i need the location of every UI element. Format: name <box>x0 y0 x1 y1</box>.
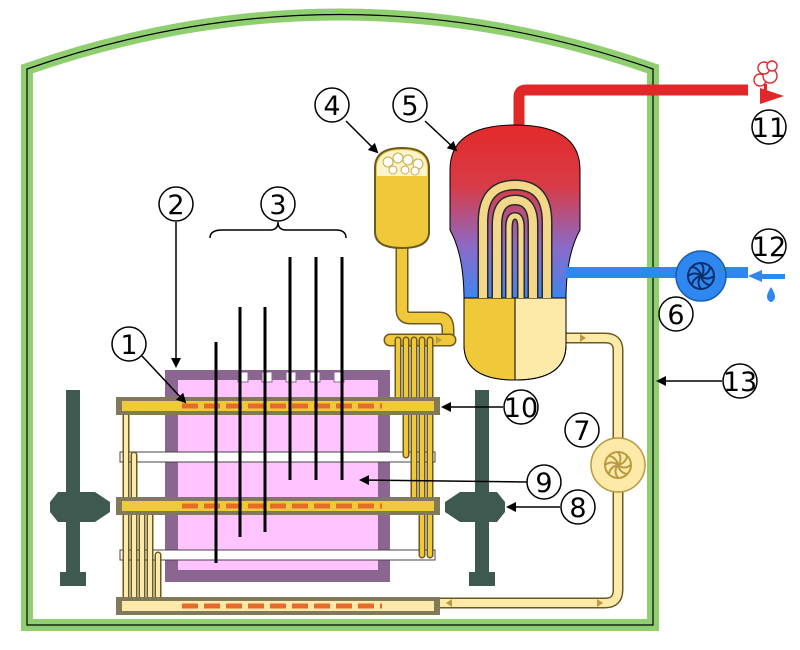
leader-lines <box>141 120 722 512</box>
callout-13: 13 <box>722 363 758 399</box>
callout-4: 4 <box>314 87 350 123</box>
pump-icon <box>675 250 727 302</box>
callout-1: 1 <box>111 326 147 362</box>
magnet-columns <box>50 390 505 586</box>
callout-10: 10 <box>503 389 539 425</box>
callout-11: 11 <box>751 109 787 145</box>
pressurizer-icon <box>374 146 430 250</box>
water-drop-icon <box>748 270 785 302</box>
svg-text:10: 10 <box>504 393 538 424</box>
control-rods <box>214 257 344 563</box>
svg-text:4: 4 <box>323 91 340 122</box>
svg-text:6: 6 <box>667 300 684 331</box>
svg-text:7: 7 <box>573 416 590 447</box>
svg-text:5: 5 <box>401 91 418 122</box>
steam-generator <box>449 84 748 381</box>
svg-text:8: 8 <box>569 493 586 524</box>
svg-text:11: 11 <box>752 113 786 144</box>
callout-6: 6 <box>658 296 694 332</box>
svg-text:9: 9 <box>535 468 552 499</box>
svg-text:13: 13 <box>723 367 757 398</box>
callout-2: 2 <box>158 186 194 222</box>
steam-cloud-icon <box>753 60 784 104</box>
callout-5: 5 <box>392 87 428 123</box>
svg-text:12: 12 <box>752 232 786 263</box>
callout-8: 8 <box>560 489 596 525</box>
callouts: 1 2 3 4 5 6 7 8 <box>111 87 787 525</box>
callout-12: 12 <box>751 228 787 264</box>
callout-9: 9 <box>526 464 562 500</box>
svg-text:3: 3 <box>269 190 286 221</box>
svg-text:1: 1 <box>120 330 137 361</box>
primary-pump-icon <box>590 437 646 493</box>
feedwater-line <box>566 267 748 278</box>
callout-7: 7 <box>564 412 600 448</box>
svg-text:2: 2 <box>167 190 184 221</box>
callout-3: 3 <box>260 186 296 222</box>
